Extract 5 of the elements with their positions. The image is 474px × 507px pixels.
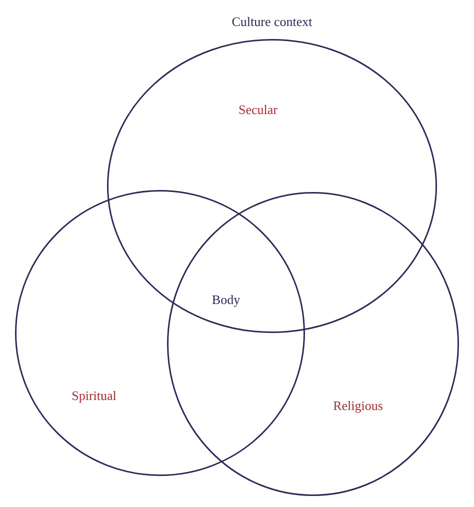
- diagram-title: Culture context: [232, 14, 312, 30]
- intersection-label: Body: [212, 292, 240, 308]
- set-label: Secular: [238, 102, 278, 118]
- set-label: Spiritual: [72, 388, 116, 404]
- set-label: Religious: [333, 398, 383, 414]
